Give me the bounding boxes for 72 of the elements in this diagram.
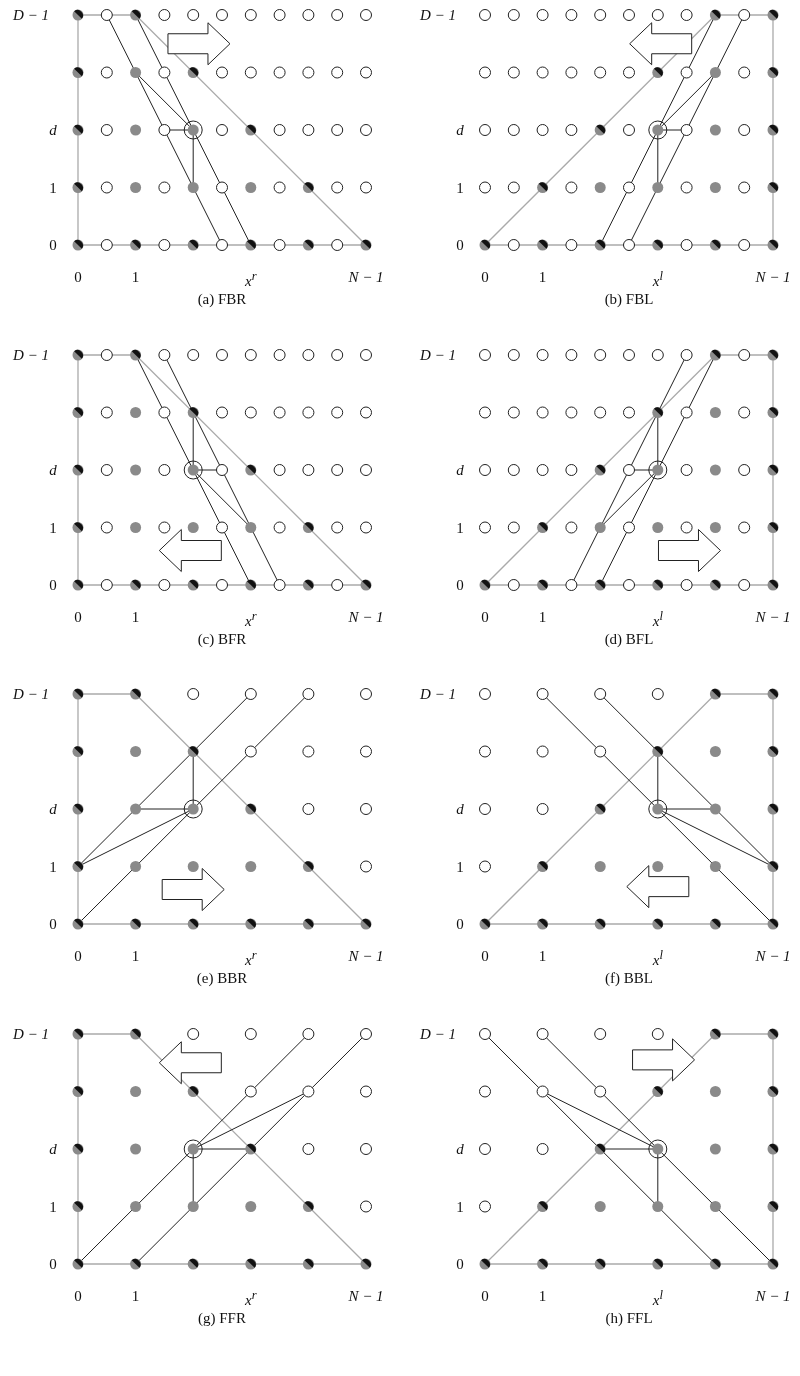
panel-caption: (e) BBR (196, 970, 248, 986)
axis-label: 1 (131, 269, 140, 285)
panel-caption: (g) FFR (198, 1310, 246, 1326)
axis-label: 0 (481, 948, 489, 964)
axis-label: x$^{l}$ (652, 1288, 663, 1308)
axis-label: N − 1 (348, 269, 384, 285)
axis-label: 1 (456, 520, 464, 535)
axis-label: d (49, 462, 57, 478)
axis-label: x$^{r}$ (245, 609, 257, 629)
axis-label: d (456, 1141, 464, 1157)
axis-label: 0 (49, 237, 57, 253)
axis-label: 0 (481, 269, 489, 285)
axis-label: N − 1 (755, 1288, 791, 1304)
axis-label: 0 (74, 948, 82, 964)
axis-label: 1 (538, 948, 547, 964)
axis-label: 0 (456, 1256, 464, 1272)
axis-label: D − 1 (420, 686, 456, 702)
axis-label: 0 (481, 1288, 489, 1304)
panel-caption: (c) BFR (197, 631, 247, 647)
axis-label: x$^{l}$ (652, 609, 663, 629)
axis-label: x$^{r}$ (245, 269, 257, 289)
axis-label: d (49, 122, 57, 138)
axis-label: 1 (131, 1288, 140, 1304)
axis-label: N − 1 (755, 948, 791, 964)
axis-label: 1 (131, 948, 140, 964)
panel-caption: (f) BBL (605, 970, 653, 986)
axis-label: 1 (49, 1199, 57, 1214)
axis-label: 1 (538, 269, 547, 285)
axis-label: D − 1 (420, 347, 456, 363)
axis-label: 1 (538, 1288, 547, 1304)
axis-label: 0 (49, 577, 57, 593)
panel-caption: (b) FBL (604, 291, 654, 307)
axis-label: x$^{r}$ (245, 1288, 257, 1308)
axis-label: d (49, 1141, 57, 1157)
axis-label: d (456, 122, 464, 138)
axis-label: D − 1 (13, 347, 49, 363)
axis-label: 0 (49, 1256, 57, 1272)
axis-label: 1 (49, 180, 57, 195)
panel-caption: (d) BFL (604, 631, 654, 647)
axis-label: D − 1 (13, 686, 49, 702)
axis-label: 0 (456, 916, 464, 932)
axis-label: D − 1 (420, 1026, 456, 1042)
axis-label: 0 (456, 577, 464, 593)
axis-label: D − 1 (13, 1026, 49, 1042)
axis-label: 0 (74, 609, 82, 625)
axis-label: N − 1 (348, 948, 384, 964)
axis-label: 1 (131, 609, 140, 625)
axis-label: 1 (456, 859, 464, 874)
axis-label: d (456, 462, 464, 478)
axis-label: N − 1 (755, 609, 791, 625)
axis-label: D − 1 (13, 7, 49, 23)
axis-label: N − 1 (755, 269, 791, 285)
axis-label: x$^{l}$ (652, 948, 663, 968)
axis-label: 1 (538, 609, 547, 625)
axis-label: N − 1 (348, 609, 384, 625)
axis-label: N − 1 (348, 1288, 384, 1304)
axis-label: 0 (481, 609, 489, 625)
axis-label: D − 1 (420, 7, 456, 23)
axis-label: x$^{l}$ (652, 269, 663, 289)
panel-caption: (h) FFL (605, 1310, 653, 1326)
axis-label: 1 (49, 520, 57, 535)
axis-label: 0 (74, 269, 82, 285)
panel-caption: (a) FBR (197, 291, 247, 307)
axis-label: 1 (49, 859, 57, 874)
axis-label: 1 (456, 1199, 464, 1214)
axis-label: x$^{r}$ (245, 948, 257, 968)
axis-label: 0 (49, 916, 57, 932)
axis-label: 0 (74, 1288, 82, 1304)
axis-label: 1 (456, 180, 464, 195)
axis-label: d (456, 801, 464, 817)
axis-label: d (49, 801, 57, 817)
axis-label: 0 (456, 237, 464, 253)
